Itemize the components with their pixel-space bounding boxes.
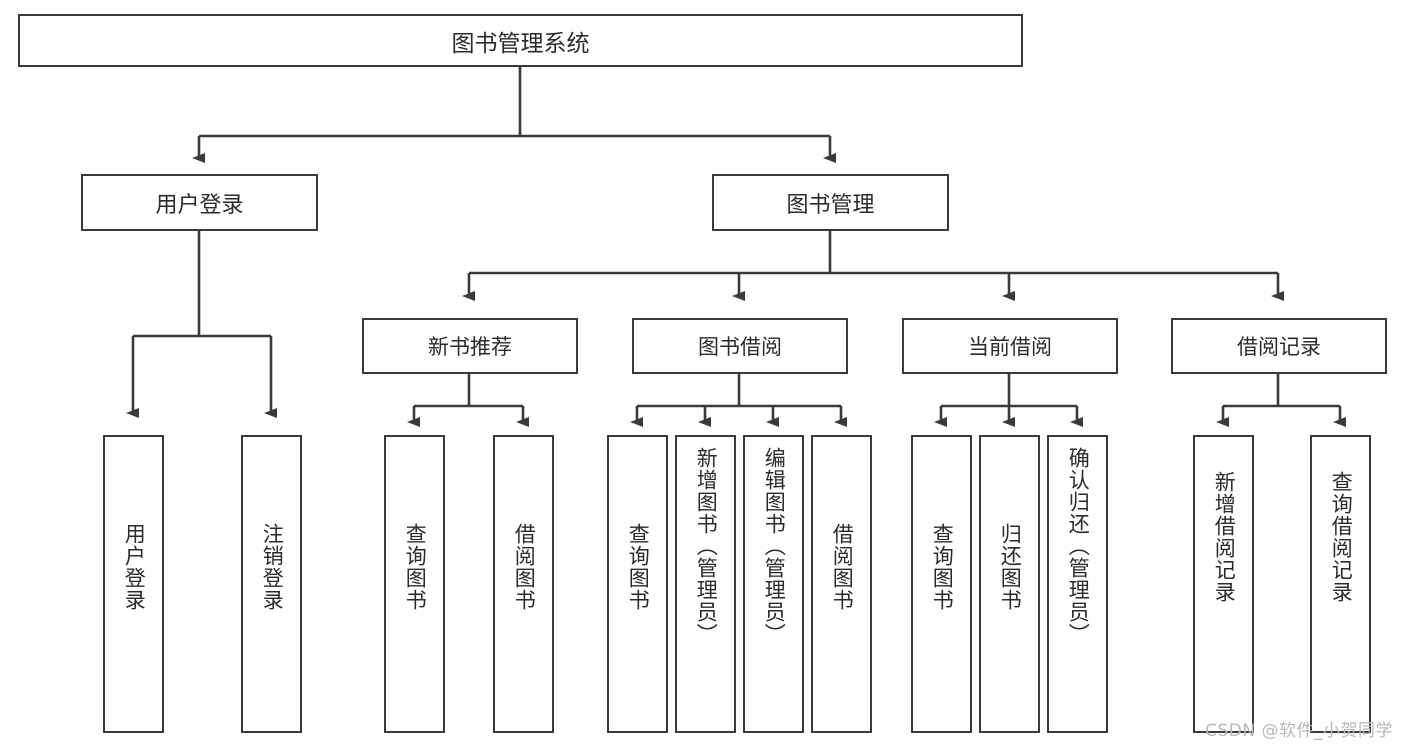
leaf-borrow-book-2[interactable]: 借阅图书 xyxy=(811,435,872,733)
leaf-query-record[interactable]: 查询借阅记录 xyxy=(1310,435,1371,733)
leaf-return-book-label: 归还图书 xyxy=(998,523,1023,611)
leaf-query-book-3[interactable]: 查询图书 xyxy=(911,435,972,733)
leaf-query-book-3-label: 查询图书 xyxy=(930,523,955,611)
leaf-user-login-label: 用户登录 xyxy=(122,523,147,611)
leaf-borrow-book-1-label: 借阅图书 xyxy=(512,523,537,611)
node-book-management[interactable]: 图书管理 xyxy=(712,174,949,231)
leaf-query-book-2-label: 查询图书 xyxy=(626,523,651,611)
node-root-label: 图书管理系统 xyxy=(451,30,590,57)
leaf-confirm-return[interactable]: 确认归还（管理员） xyxy=(1047,435,1108,733)
leaf-query-book-1-label: 查询图书 xyxy=(403,523,428,611)
leaf-logout[interactable]: 注销登录 xyxy=(241,435,302,733)
node-book-borrow[interactable]: 图书借阅 xyxy=(632,318,848,374)
leaf-query-book-2[interactable]: 查询图书 xyxy=(607,435,668,733)
node-current-borrow[interactable]: 当前借阅 xyxy=(902,318,1118,374)
node-borrow-record-label: 借阅记录 xyxy=(1237,335,1321,359)
node-borrow-record[interactable]: 借阅记录 xyxy=(1171,318,1387,374)
node-new-book-recommendation[interactable]: 新书推荐 xyxy=(362,318,578,374)
leaf-add-book[interactable]: 新增图书（管理员） xyxy=(675,435,736,733)
leaf-user-login[interactable]: 用户登录 xyxy=(103,435,164,733)
node-book-management-label: 图书管理 xyxy=(786,192,875,218)
leaf-add-record[interactable]: 新增借阅记录 xyxy=(1193,435,1254,733)
leaf-confirm-return-label: 确认归还（管理员） xyxy=(1066,447,1091,645)
leaf-logout-label: 注销登录 xyxy=(260,523,285,611)
node-new-book-recommendation-label: 新书推荐 xyxy=(428,335,512,359)
leaf-edit-book-label: 编辑图书（管理员） xyxy=(762,447,787,645)
node-book-borrow-label: 图书借阅 xyxy=(698,335,782,359)
node-user-login[interactable]: 用户登录 xyxy=(81,174,318,231)
leaf-add-book-label: 新增图书（管理员） xyxy=(694,447,719,645)
node-current-borrow-label: 当前借阅 xyxy=(968,335,1052,359)
watermark-text: CSDN @软件_小贺同学 xyxy=(1205,721,1393,741)
leaf-borrow-book-2-label: 借阅图书 xyxy=(830,523,855,611)
leaf-return-book[interactable]: 归还图书 xyxy=(979,435,1040,733)
leaf-edit-book[interactable]: 编辑图书（管理员） xyxy=(743,435,804,733)
leaf-query-record-label: 查询借阅记录 xyxy=(1329,471,1354,603)
leaf-query-book-1[interactable]: 查询图书 xyxy=(384,435,445,733)
leaf-add-record-label: 新增借阅记录 xyxy=(1212,471,1237,603)
node-user-login-label: 用户登录 xyxy=(155,192,244,218)
node-root[interactable]: 图书管理系统 xyxy=(18,14,1023,67)
leaf-borrow-book-1[interactable]: 借阅图书 xyxy=(493,435,554,733)
